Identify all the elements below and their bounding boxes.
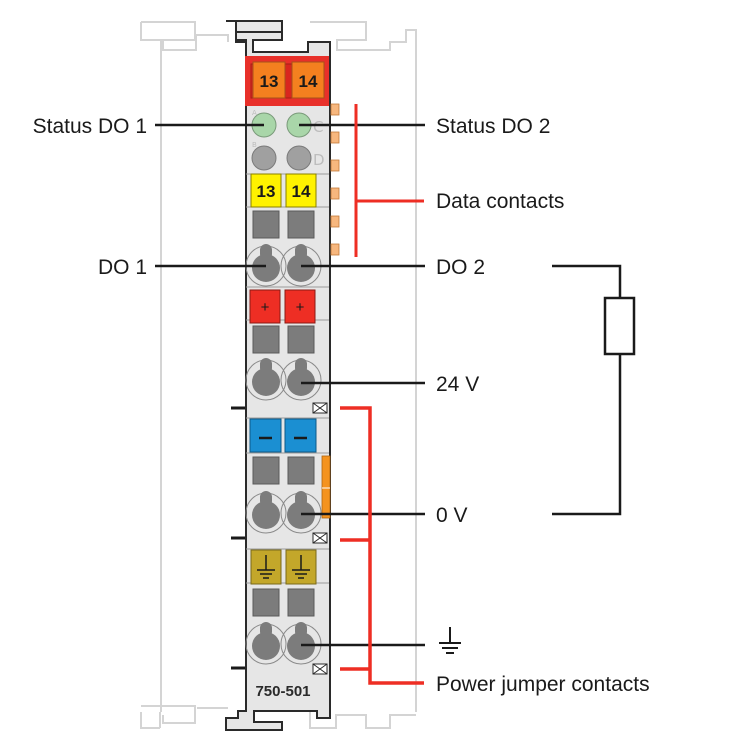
top-marker-14: 14: [291, 61, 325, 99]
led-d: D: [286, 145, 325, 171]
left-tick-marks: [231, 406, 245, 670]
plus-marker-1: +: [249, 289, 281, 324]
release-button[interactable]: [287, 588, 315, 617]
minus-marker-2: [284, 418, 317, 453]
ground-marker-2: [285, 549, 317, 585]
led-b: B: [251, 141, 277, 171]
svg-text:A: A: [252, 109, 257, 117]
ground-marker-1: [250, 549, 282, 585]
label-power-jumper-contacts: Power jumper contacts: [436, 673, 650, 696]
ghost-module-right: [309, 21, 417, 729]
release-button[interactable]: [287, 210, 315, 239]
yellow-marker-13: 13: [250, 173, 282, 208]
data-contacts-bracket: [354, 104, 424, 257]
release-button[interactable]: [252, 210, 280, 239]
svg-text:13: 13: [257, 182, 276, 201]
svg-text:13: 13: [260, 72, 279, 91]
ground-icon: [257, 555, 275, 579]
load-circuit: [552, 264, 636, 516]
plus-marker-2: +: [284, 289, 316, 324]
data-contact-tabs: [330, 103, 340, 256]
svg-text:D: D: [313, 151, 325, 169]
svg-text:+: +: [261, 299, 270, 316]
release-button[interactable]: [252, 325, 280, 354]
ghost-module-left: [140, 21, 229, 729]
part-number: 750-501: [255, 683, 310, 700]
power-contact-stripe: [321, 455, 331, 519]
label-24v: 24 V: [436, 373, 479, 396]
svg-text:B: B: [252, 141, 257, 149]
svg-text:14: 14: [292, 182, 311, 201]
minus-marker-1: [249, 418, 282, 453]
label-status-do2: Status DO 2: [436, 115, 550, 138]
power-jumper-contact-marks: [312, 402, 328, 675]
top-marker-13: 13: [252, 61, 286, 99]
release-button[interactable]: [287, 325, 315, 354]
release-button[interactable]: [287, 456, 315, 485]
svg-text:+: +: [296, 299, 305, 316]
ground-icon: [292, 555, 310, 579]
release-button[interactable]: [252, 456, 280, 485]
power-jumper-bracket: [340, 406, 424, 685]
label-data-contacts: Data contacts: [436, 190, 564, 213]
label-status-do1: Status DO 1: [33, 115, 147, 138]
svg-text:14: 14: [299, 72, 318, 91]
resistor-icon: [603, 296, 636, 356]
release-button[interactable]: [252, 588, 280, 617]
svg-text:C: C: [313, 118, 323, 136]
label-0v: 0 V: [436, 504, 468, 527]
yellow-marker-14: 14: [285, 173, 317, 208]
leader-lines: [155, 123, 425, 647]
ground-icon: [439, 627, 461, 654]
label-do2: DO 2: [436, 256, 485, 279]
label-do1: DO 1: [98, 256, 147, 279]
